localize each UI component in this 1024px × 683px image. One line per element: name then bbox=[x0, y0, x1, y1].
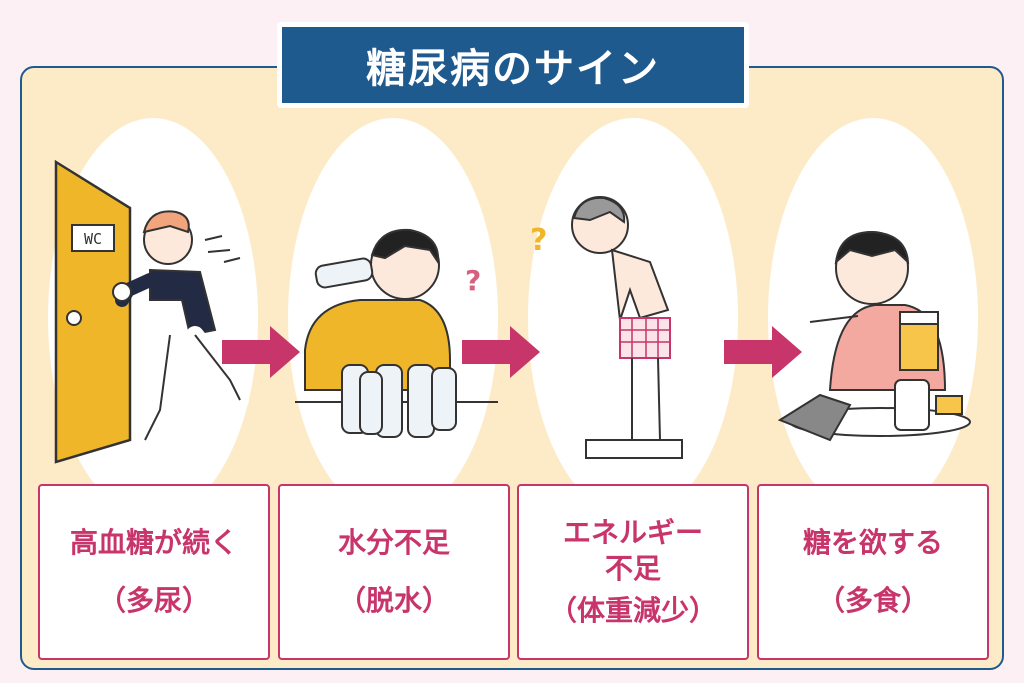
scene-oval-3 bbox=[528, 118, 738, 518]
sign-2-main: 水分不足 bbox=[337, 526, 450, 559]
scene-oval-2 bbox=[288, 118, 498, 518]
sign-3-sub: （体重減少） bbox=[548, 594, 717, 627]
scene-oval-1 bbox=[48, 118, 258, 518]
sign-1-sub: （多尿） bbox=[97, 584, 210, 617]
sign-3-main-line1: エネルギー bbox=[562, 516, 703, 549]
sign-1-main: 高血糖が続く bbox=[69, 526, 238, 559]
sign-2-sub: （脱水） bbox=[337, 584, 450, 617]
sign-4-sub: （多食） bbox=[816, 584, 929, 617]
sign-4-main: 糖を欲する bbox=[802, 526, 943, 559]
sign-3-main-line2: 不足 bbox=[604, 552, 661, 585]
sign-card-3: エネルギー 不足 （体重減少） bbox=[517, 484, 749, 660]
sign-card-1: 高血糖が続く （多尿） bbox=[38, 484, 270, 660]
sign-card-4: 糖を欲する （多食） bbox=[757, 484, 989, 660]
page-title: 糖尿病のサイン bbox=[282, 27, 744, 103]
sign-card-2: 水分不足 （脱水） bbox=[278, 484, 510, 660]
scene-oval-4 bbox=[768, 118, 978, 518]
title-box: 糖尿病のサイン bbox=[277, 22, 749, 108]
